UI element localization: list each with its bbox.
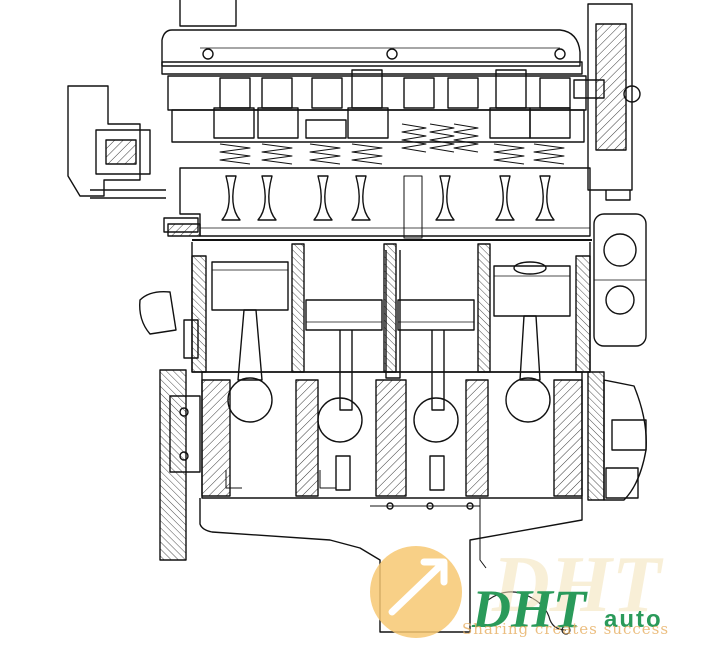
watermark-tagline: Sharing creates success [462, 620, 670, 638]
distributor [573, 3, 641, 201]
alternator [593, 213, 647, 347]
engine-block [191, 239, 592, 373]
crankshaft [201, 371, 583, 499]
watermark-brand-suffix: auto [604, 606, 663, 633]
oil-pan [199, 498, 583, 633]
connecting-rods [237, 250, 541, 411]
watermark-plug-icon [487, 591, 571, 635]
flywheel [587, 371, 647, 501]
timing-pulley [139, 290, 201, 561]
watermark-ghost-text: DHT [492, 541, 661, 629]
valve-springs [219, 123, 565, 165]
thermostat-housing [67, 85, 199, 233]
cylinder-head [167, 167, 591, 239]
watermark-logo-mark [370, 546, 462, 638]
watermark-brand: DHT [472, 579, 586, 639]
camshaft-assembly [167, 69, 587, 143]
cam-cover [161, 0, 583, 75]
